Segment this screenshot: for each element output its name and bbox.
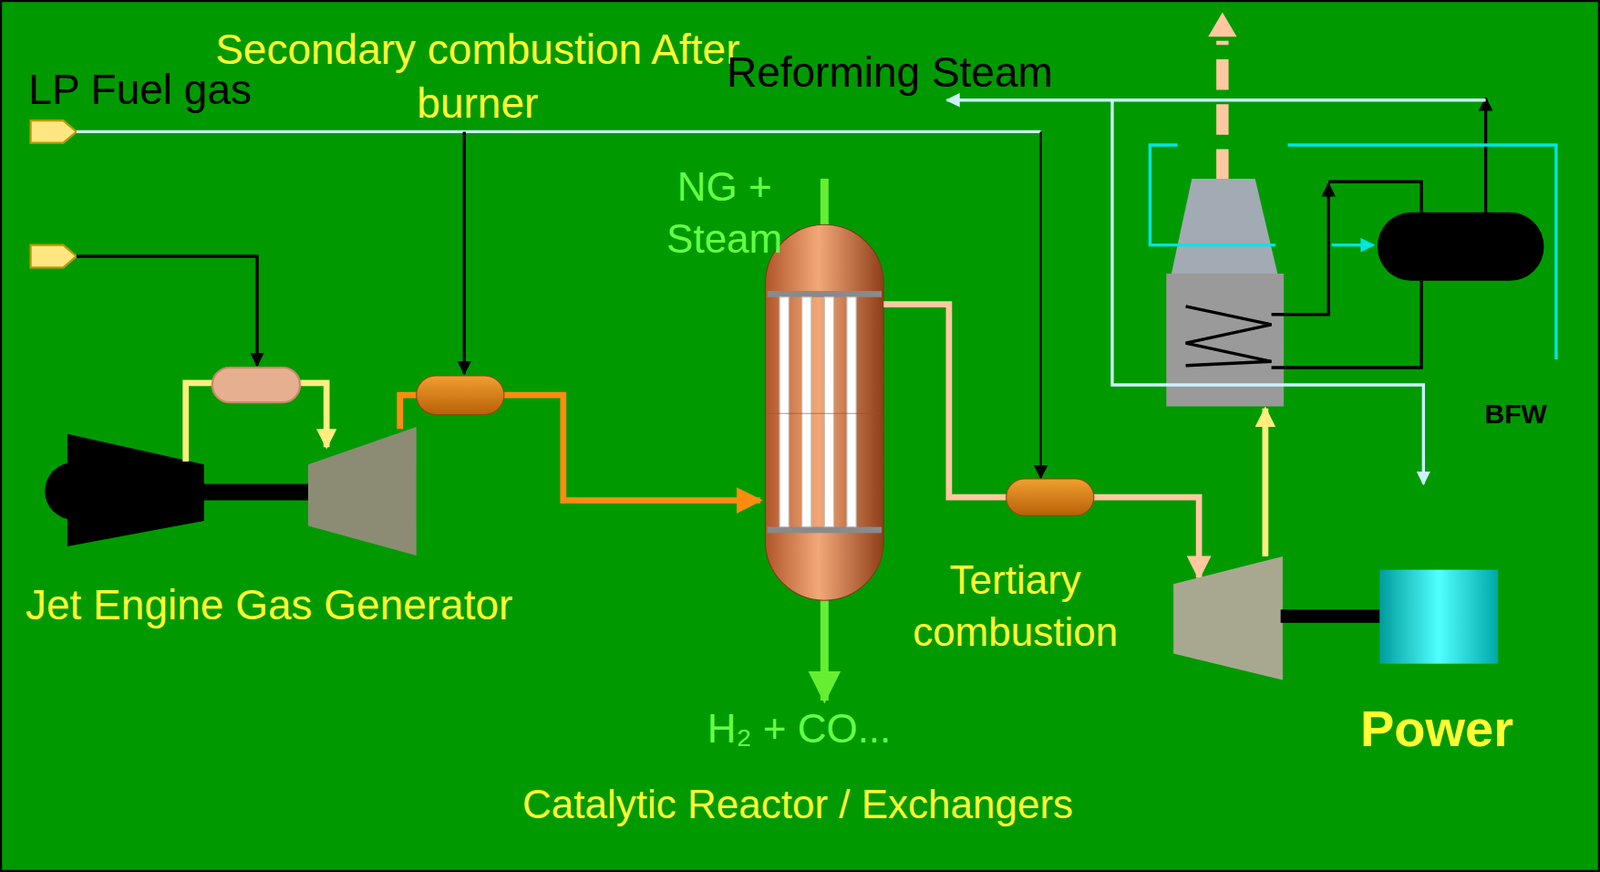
boiler-water-lines-part <box>1331 243 1374 247</box>
heat-recovery-boiler-part <box>1186 306 1272 366</box>
boiler-water-lines-part <box>1271 183 1330 314</box>
jet-engine-part <box>212 367 300 403</box>
jet-engine-part <box>296 382 328 448</box>
power-turbine <box>1173 408 1498 681</box>
tertiary-burner-part <box>1006 478 1095 516</box>
steam-lines-part <box>947 98 1487 102</box>
steam-label: Reforming Steam <box>726 45 1053 101</box>
power-turbine-part <box>1280 609 1383 623</box>
jet-engine <box>44 367 416 556</box>
catalytic-reactor-part-part <box>779 297 789 527</box>
boiler-water-lines-part <box>1328 181 1422 213</box>
fuel-lines-part <box>463 131 466 373</box>
catalytic-reactor <box>764 178 884 701</box>
catalytic-reactor-part <box>779 297 857 527</box>
burner-label: Secondary combustion After burner <box>213 22 743 133</box>
heat-recovery-boiler-part <box>1377 212 1544 281</box>
water-label: BFW <box>1485 395 1548 432</box>
catalytic-reactor-part <box>767 412 882 414</box>
boiler-water-lines <box>1149 97 1556 368</box>
jet-engine-part <box>202 484 313 501</box>
fuel-lines-part <box>76 256 258 366</box>
product-label: H₂ + CO... <box>707 701 892 754</box>
catalytic-reactor-part <box>820 597 829 701</box>
catalytic-reactor-part <box>820 178 829 230</box>
tertiary-burner-part <box>883 304 1009 498</box>
heat-recovery-boiler-part <box>1207 11 1237 37</box>
catalytic-reactor-part <box>767 290 882 298</box>
heat-recovery-boiler-part <box>1216 41 1229 180</box>
power-turbine-part <box>1173 556 1283 680</box>
secondary-burner-part <box>400 394 419 429</box>
feed-label: NG + Steam <box>647 160 803 265</box>
power-turbine-part <box>1379 569 1498 664</box>
jet-engine-part <box>185 382 217 462</box>
catalytic-reactor-part-part <box>846 297 857 527</box>
fuel-label: LP Fuel gas <box>28 62 252 118</box>
boiler-water-lines-part <box>1484 97 1487 212</box>
catalytic-reactor-part-part <box>802 297 812 527</box>
fuel-inlets-part <box>30 120 77 144</box>
secondary-burner-part <box>502 394 761 500</box>
heat-recovery-boiler <box>1166 11 1544 406</box>
tertiary-burner <box>883 304 1199 579</box>
catalytic-reactor-part <box>767 526 882 534</box>
fuel-lines-part <box>1040 131 1043 477</box>
tertiary-burner-part <box>1092 496 1200 578</box>
boiler-water-lines-part <box>1149 144 1276 246</box>
catalytic-reactor-part <box>764 224 884 600</box>
burner-label: Tertiary combustion <box>869 553 1162 658</box>
boiler-water-lines-part <box>1271 280 1423 368</box>
fuel-inlets <box>30 120 77 268</box>
catalytic-reactor-part-part <box>824 297 834 527</box>
secondary-burner-part <box>416 375 505 415</box>
fuel-lines-part <box>76 130 1042 134</box>
steam-lines-part <box>1112 100 1424 485</box>
output-label: Power <box>1360 695 1514 763</box>
reactor-label: Catalytic Reactor / Exchangers <box>522 777 1074 830</box>
power-turbine-part <box>1262 408 1270 557</box>
secondary-burner <box>400 375 761 501</box>
engine-label: Jet Engine Gas Generator <box>25 578 513 633</box>
heat-recovery-boiler-part <box>1171 178 1278 274</box>
fuel-inlets-part <box>30 245 77 269</box>
boiler-water-lines-part <box>1288 144 1557 360</box>
steam-lines <box>947 100 1487 485</box>
